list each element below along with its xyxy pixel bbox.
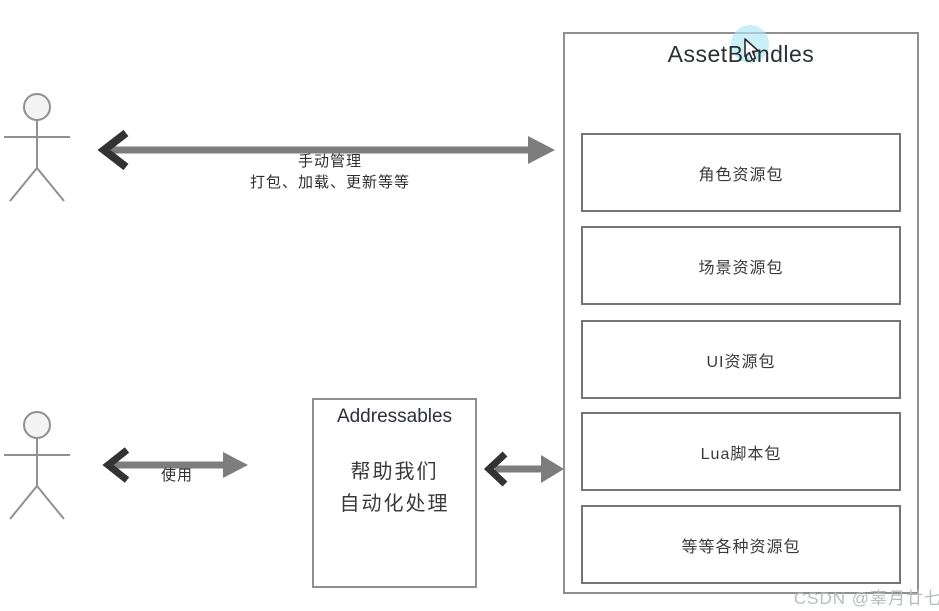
assetbundles-title: AssetBundles xyxy=(667,41,815,67)
manual-arrow-label-line1: 手动管理 xyxy=(297,153,362,170)
link-double-arrow-icon xyxy=(483,448,565,495)
addressables-description: 帮助我们 自动化处理 xyxy=(314,456,475,520)
assetbundle-item-lua: Lua脚本包 xyxy=(581,412,901,491)
addressables-desc-line2: 自动化处理 xyxy=(339,493,450,515)
addressables-title: Addressables xyxy=(336,406,453,427)
addressables-box: Addressables 帮助我们 自动化处理 xyxy=(312,398,477,588)
assetbundle-item-scenes: 场景资源包 xyxy=(581,226,901,305)
mouse-cursor-icon xyxy=(744,38,761,67)
manual-double-arrow-icon xyxy=(95,129,557,176)
manual-arrow-label-line2: 打包、加载、更新等等 xyxy=(249,174,410,191)
actor-top-icon xyxy=(0,79,76,210)
assetbundle-item-others: 等等各种资源包 xyxy=(581,505,901,584)
addressables-desc-line1: 帮助我们 xyxy=(350,461,439,483)
use-double-arrow-icon xyxy=(100,444,250,491)
assetbundle-item-ui: UI资源包 xyxy=(581,320,901,399)
actor-bottom-icon xyxy=(0,397,76,528)
use-arrow-label: 使用 xyxy=(160,467,193,484)
manual-arrow-label: 手动管理 打包、加载、更新等等 xyxy=(180,151,480,193)
watermark: CSDN @辜月廿七 xyxy=(793,589,939,608)
assetbundles-box: AssetBundles 角色资源包 场景资源包 UI资源包 Lua脚本包 等等… xyxy=(563,32,919,594)
assetbundle-item-characters: 角色资源包 xyxy=(581,133,901,212)
